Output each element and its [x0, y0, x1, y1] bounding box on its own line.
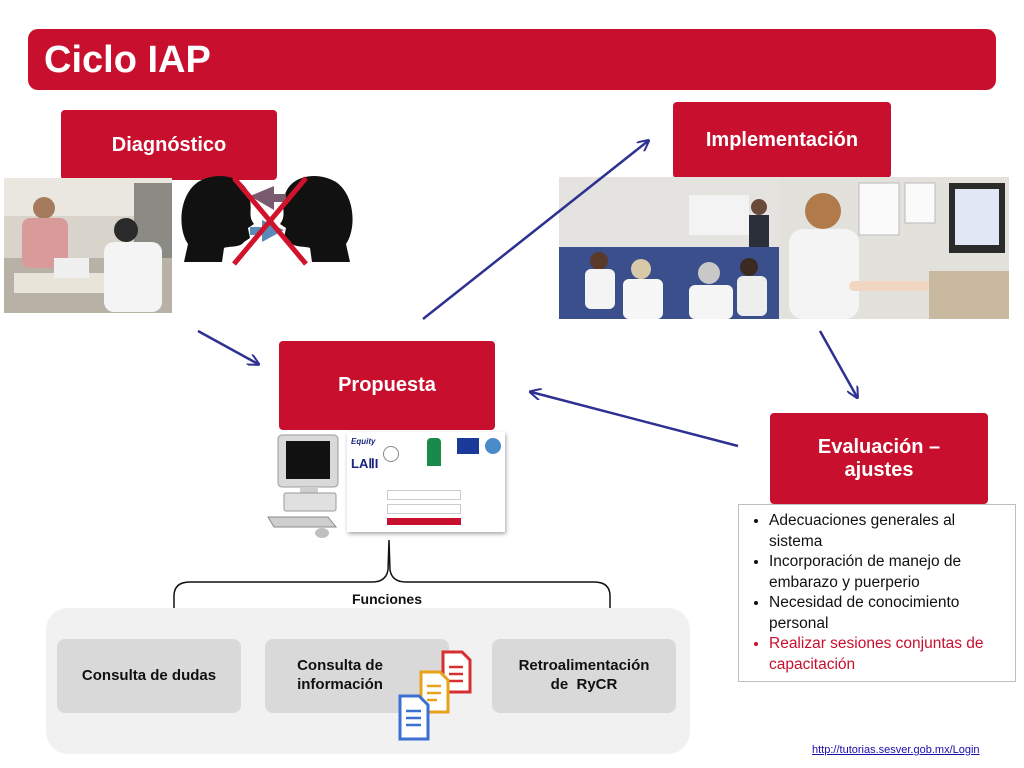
- arrow-implementacion-evaluacion: [818, 330, 857, 397]
- stage-evaluacion-label-2: ajustes: [844, 458, 914, 481]
- stage-implementacion: Implementación: [673, 102, 891, 178]
- title-bar: [28, 29, 996, 90]
- login-username-field[interactable]: [387, 490, 461, 500]
- equity-logo-text: Equity: [351, 437, 376, 446]
- funcion-consulta-dudas-label: Consulta de dudas: [81, 666, 217, 684]
- arrow-propuesta-implementacion: [422, 141, 648, 320]
- stage-implementacion-label: Implementación: [705, 128, 859, 151]
- stage-propuesta: Propuesta: [279, 341, 495, 430]
- stage-diagnostico-label: Diagnóstico: [111, 133, 227, 156]
- note-item: Incorporación de manejo de embarazo y pu…: [769, 552, 1007, 593]
- login-button[interactable]: [387, 518, 461, 525]
- funcion-retroalimentacion-line2: de RyCR: [550, 676, 618, 693]
- equity-logo: Equity LAⅡI: [349, 436, 379, 472]
- eu-flag: [457, 438, 479, 454]
- cross-icon: [232, 176, 308, 266]
- implementacion-photo-classroom: [559, 177, 779, 319]
- funcion-retroalimentacion-line1: Retroalimentación: [518, 657, 650, 675]
- partner-logo: [485, 438, 501, 454]
- stage-propuesta-label: Propuesta: [338, 374, 436, 396]
- implementacion-photo-computer: [779, 177, 1009, 319]
- funciones-brace: [173, 539, 611, 618]
- note-item-highlight: Realizar sesiones conjuntas de capacitac…: [769, 634, 1007, 675]
- stage-diagnostico: Diagnóstico: [61, 110, 277, 180]
- computer-icon: [264, 433, 348, 541]
- funcion-consulta-informacion-line2: información: [297, 676, 383, 693]
- funcion-consulta-dudas: Consulta de dudas: [57, 639, 241, 713]
- evaluacion-notes: Adecuaciones generales al sistema Incorp…: [738, 504, 1016, 682]
- arrow-diagnostico-propuesta: [197, 329, 258, 364]
- funcion-consulta-informacion: Consulta de información: [265, 639, 449, 713]
- communication-heads-graphic: [178, 172, 356, 268]
- lati-logo-text: LAⅡI: [351, 456, 379, 471]
- diagnostico-photo: [4, 178, 172, 313]
- institution-logo: [427, 438, 441, 466]
- funciones-label: Funciones: [352, 591, 423, 607]
- website-mockup: Equity LAⅡI: [347, 432, 505, 532]
- head-silhouette-icon: [280, 176, 353, 262]
- funcion-retroalimentacion: Retroalimentación de RyCR: [492, 639, 676, 713]
- stage-evaluacion-label-1: Evaluación –: [817, 435, 941, 458]
- note-item: Adecuaciones generales al sistema: [769, 511, 1007, 552]
- university-seal: [383, 446, 399, 462]
- head-silhouette-icon: [181, 176, 254, 262]
- tutorias-login-link[interactable]: http://tutorias.sesver.gob.mx/Login: [812, 744, 980, 756]
- login-password-field[interactable]: [387, 504, 461, 514]
- arrow-evaluacion-propuesta: [531, 392, 739, 448]
- note-item: Necesidad de conocimiento personal: [769, 593, 1007, 634]
- page-title: Ciclo IAP: [44, 39, 211, 81]
- stage-evaluacion: Evaluación – ajustes: [770, 413, 988, 504]
- funcion-consulta-informacion-line1: Consulta de: [297, 657, 383, 675]
